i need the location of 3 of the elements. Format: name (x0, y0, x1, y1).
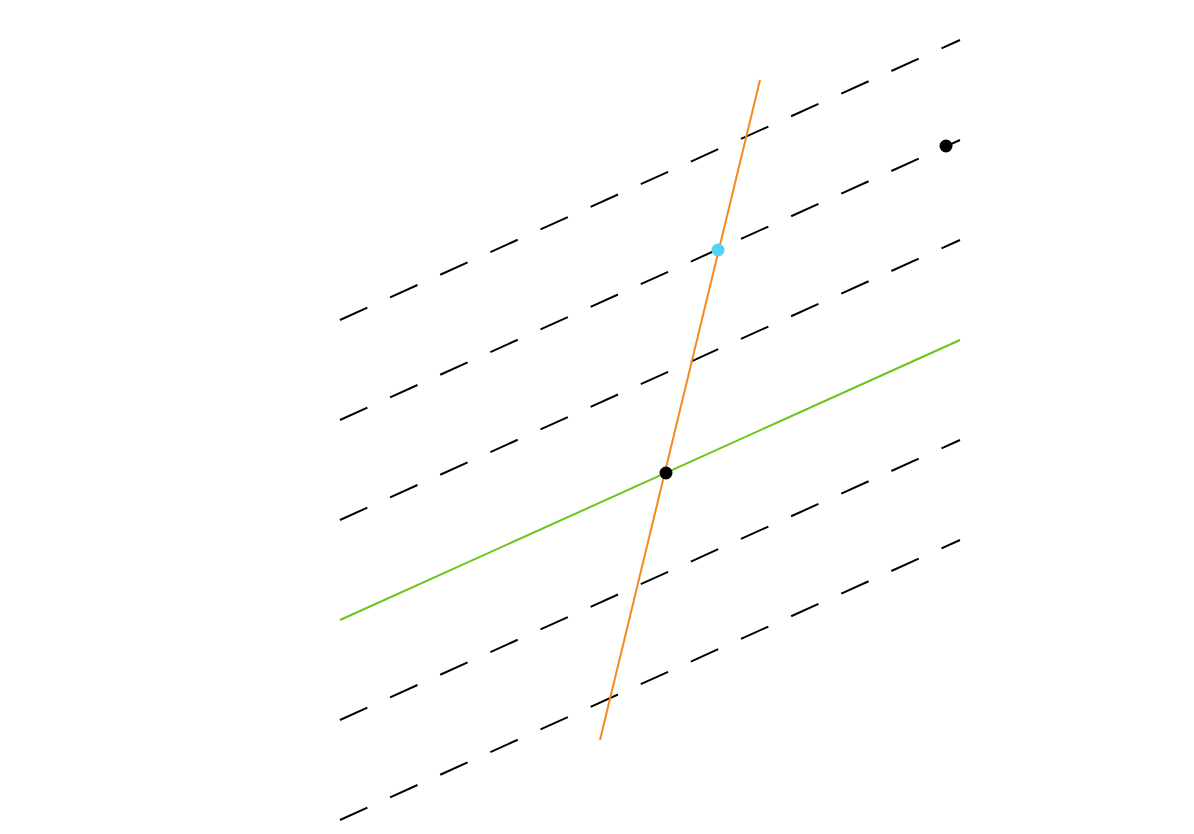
point-dot (659, 466, 673, 480)
point-dot (711, 243, 725, 257)
point-dot (939, 139, 953, 153)
